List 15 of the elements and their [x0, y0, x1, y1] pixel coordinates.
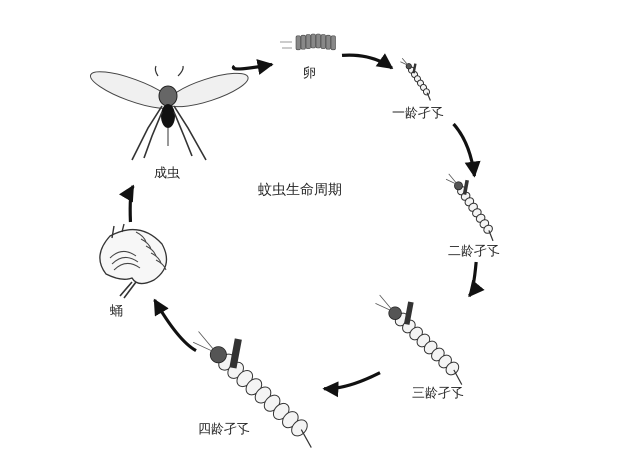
stage-label: 三龄孑孓 — [412, 386, 464, 402]
stage-label: 二龄孑孓 — [448, 244, 500, 260]
arrow — [468, 262, 484, 298]
arrow — [452, 122, 480, 178]
arrow — [322, 371, 381, 397]
diagram-title: 蚊虫生命周期 — [258, 181, 342, 199]
arrow — [342, 53, 394, 70]
arrow — [120, 184, 135, 222]
stage-label: 一龄孑孓 — [392, 106, 444, 122]
arrow — [153, 298, 197, 352]
stage-label: 卵 — [303, 66, 316, 82]
stage-label: 蛹 — [110, 304, 123, 320]
stage-label: 四龄孑孓 — [198, 422, 250, 438]
stage-label: 成虫 — [154, 166, 180, 182]
arrow — [232, 59, 274, 75]
